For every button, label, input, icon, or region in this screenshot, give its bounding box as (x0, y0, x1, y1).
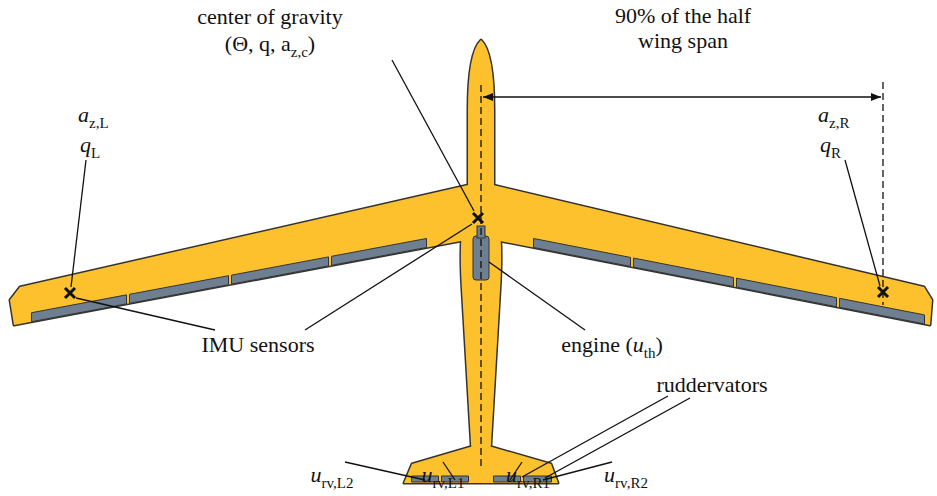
center-line (480, 85, 481, 470)
label-text: 90% of the half wing span (615, 3, 751, 53)
control-surface (232, 257, 329, 284)
subscript: z,c (291, 44, 308, 60)
label-text: ruddervators (656, 372, 767, 397)
label-text: u (506, 462, 517, 487)
label-text: IMU sensors (201, 332, 314, 357)
subscript: R (831, 145, 841, 161)
subscript: rv,L1 (433, 475, 465, 491)
label-text: a (78, 102, 89, 127)
signal-name: urv,R1 (506, 462, 550, 490)
signal-name: (Θ, q, az,c) (225, 31, 315, 59)
label-text: center of gravity (197, 4, 342, 29)
subscript: rv,R1 (517, 475, 550, 491)
signal-name: urv,R2 (604, 462, 648, 490)
label-text: engine ( (561, 332, 632, 357)
signal-name: az,L (78, 102, 109, 130)
leader-lines (71, 60, 880, 480)
label-text: u (633, 332, 644, 357)
point-label: center of gravity (197, 4, 342, 29)
signal-name: qL (80, 132, 100, 160)
control-surface (534, 238, 631, 266)
dimension-label: 90% of the half wing span (608, 3, 758, 53)
label-text: ) (655, 332, 662, 357)
part-label: IMU sensors (201, 332, 314, 357)
label-text: u (604, 462, 615, 487)
control-surface (737, 278, 837, 307)
signal-name: az,R (818, 102, 849, 130)
subscript: rv,L2 (322, 475, 354, 491)
label-text: q (80, 132, 91, 157)
signal-name: qR (820, 132, 841, 160)
left-wing (10, 183, 477, 325)
control-surface (634, 258, 734, 287)
label-text: a (818, 102, 829, 127)
subscript: th (644, 345, 656, 361)
signal-name: urv,L1 (422, 462, 465, 490)
control-surface (130, 276, 229, 304)
subscript: L (91, 145, 100, 161)
label-text: ) (308, 31, 315, 56)
sensor-marks (65, 213, 888, 298)
control-surface (840, 298, 925, 324)
span-mark (882, 82, 883, 305)
subscript: z,R (829, 115, 849, 131)
signal-name: urv,L2 (311, 462, 354, 490)
label-text: u (422, 462, 433, 487)
right-wing (485, 183, 932, 325)
dimension-arrow (483, 96, 881, 97)
part-label: ruddervators (656, 372, 767, 397)
subscript: rv,R2 (615, 475, 648, 491)
subscript: z,L (89, 115, 109, 131)
label-text: q (820, 132, 831, 157)
label-text: (Θ, q, a (225, 31, 291, 56)
part-label: engine (uth) (561, 332, 662, 360)
label-text: u (311, 462, 322, 487)
